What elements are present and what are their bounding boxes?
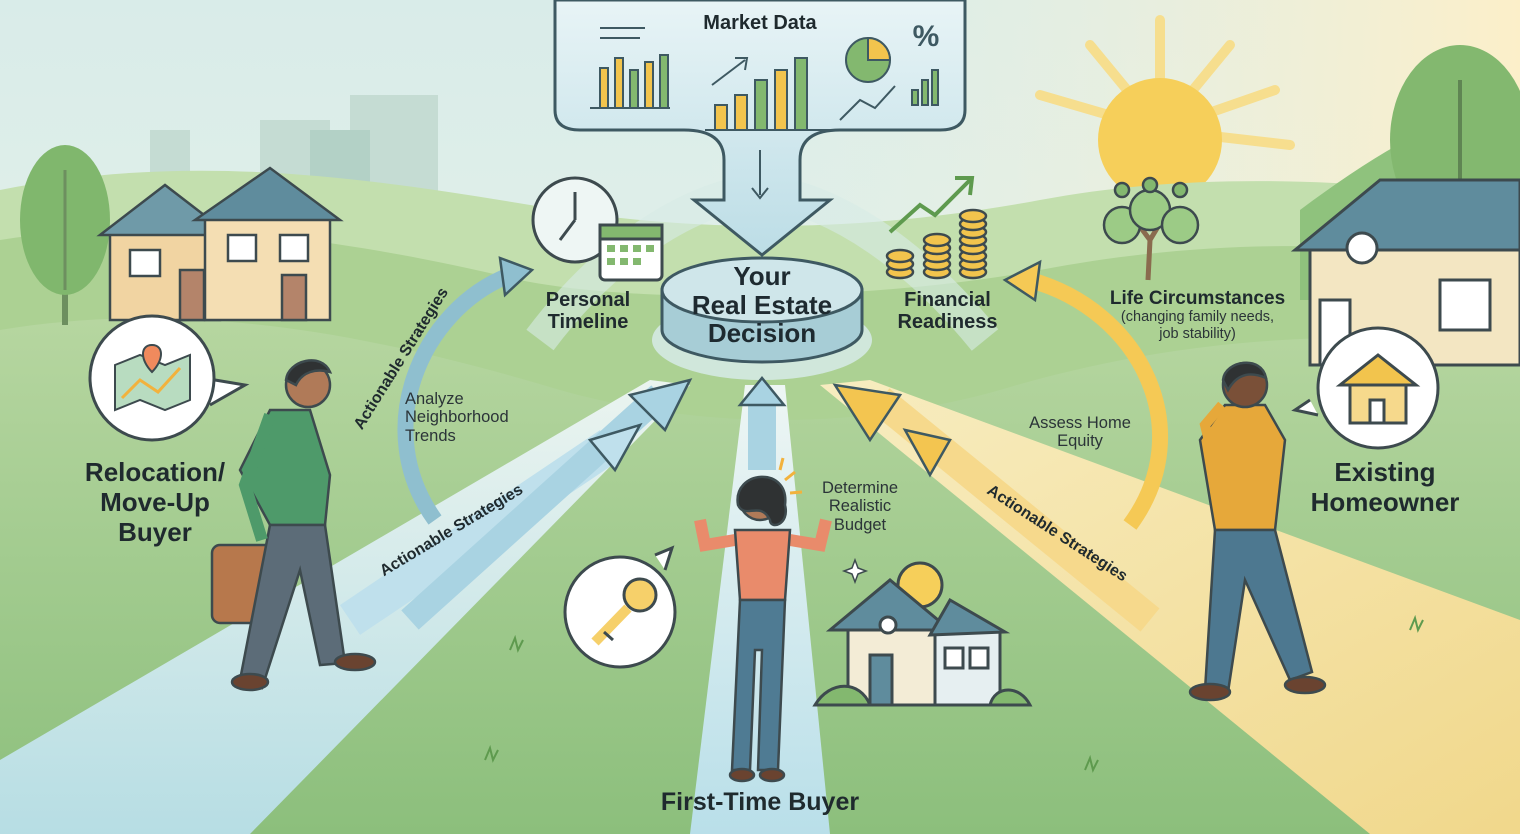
house-icon (1291, 326, 1440, 450)
neighborhood-line-1: Analyze (405, 390, 464, 408)
existing-homeowner-label: Existing Homeowner (1295, 457, 1475, 518)
arrows-gold (832, 259, 1169, 632)
relocation-line-3: Buyer (118, 516, 192, 547)
bar-chart-icon (590, 27, 670, 109)
tree-left (20, 145, 110, 325)
market-data-funnel (553, 0, 967, 257)
life-title: Life Circumstances (1109, 288, 1286, 309)
center-line-1: Your (733, 261, 791, 291)
growth-chart-icon (705, 57, 830, 131)
budget-line-3: Budget (833, 515, 887, 534)
relocation-line-1: Relocation/ (84, 457, 226, 487)
starter-house (812, 561, 1033, 707)
timeline-line-2: Timeline (547, 311, 629, 334)
first-time-buyer-figure (694, 475, 832, 783)
relocation-buyer-label: Relocation/ Move-Up Buyer (65, 457, 245, 548)
budget-line-1: Determine (821, 479, 899, 497)
financial-label: Financial Readiness (885, 289, 1010, 334)
neighborhood-line-2: Neighborhood (405, 408, 509, 427)
center-line-2: Real Estate (691, 289, 833, 320)
excitement-lines (778, 457, 803, 495)
budget-line-2: Realistic (828, 497, 892, 516)
timeline-label: Personal Timeline (528, 289, 648, 334)
financial-line-2: Readiness (897, 311, 998, 334)
existing-line-1: Existing (1334, 457, 1436, 487)
house-left-1 (96, 183, 234, 322)
equity-action: Assess Home Equity (1015, 414, 1145, 451)
life-note-2: job stability) (1159, 325, 1236, 342)
sparkle-icon (841, 557, 869, 585)
house-left-2 (191, 166, 344, 322)
center-decision-label: Your Real Estate Decision (662, 262, 862, 348)
pie-chart-icon (839, 36, 939, 121)
relocation-line-2: Move-Up (100, 486, 210, 517)
family-tree-icon (1102, 176, 1200, 281)
map-pin-icon (88, 314, 250, 442)
timeline-line-1: Personal (545, 289, 631, 311)
relocation-buyer-figure (210, 359, 377, 692)
life-label: Life Circumstances (changing family need… (1085, 288, 1310, 342)
grass-tufts (484, 614, 1424, 773)
center-disc (652, 256, 872, 380)
percent-icon: % (912, 20, 940, 53)
neighborhood-action: Analyze Neighborhood Trends (405, 390, 535, 445)
equity-line-1: Assess Home (1029, 414, 1131, 432)
equity-line-2: Equity (1057, 432, 1103, 451)
market-data-title: Market Data (703, 12, 817, 34)
clock-calendar-icon (531, 176, 664, 282)
center-line-3: Decision (707, 318, 817, 349)
existing-homeowner-figure (1188, 361, 1327, 702)
arrows-blue (339, 256, 787, 635)
first-time-buyer-label: First-Time Buyer (660, 788, 860, 816)
financial-line-1: Financial (904, 289, 991, 311)
budget-action: Determine Realistic Budget (805, 479, 915, 534)
existing-line-2: Homeowner (1310, 486, 1460, 517)
key-icon (563, 545, 677, 669)
life-note-1: (changing family needs, (1120, 309, 1275, 326)
coins-growth-icon (885, 176, 988, 280)
neighborhood-line-3: Trends (405, 426, 456, 445)
